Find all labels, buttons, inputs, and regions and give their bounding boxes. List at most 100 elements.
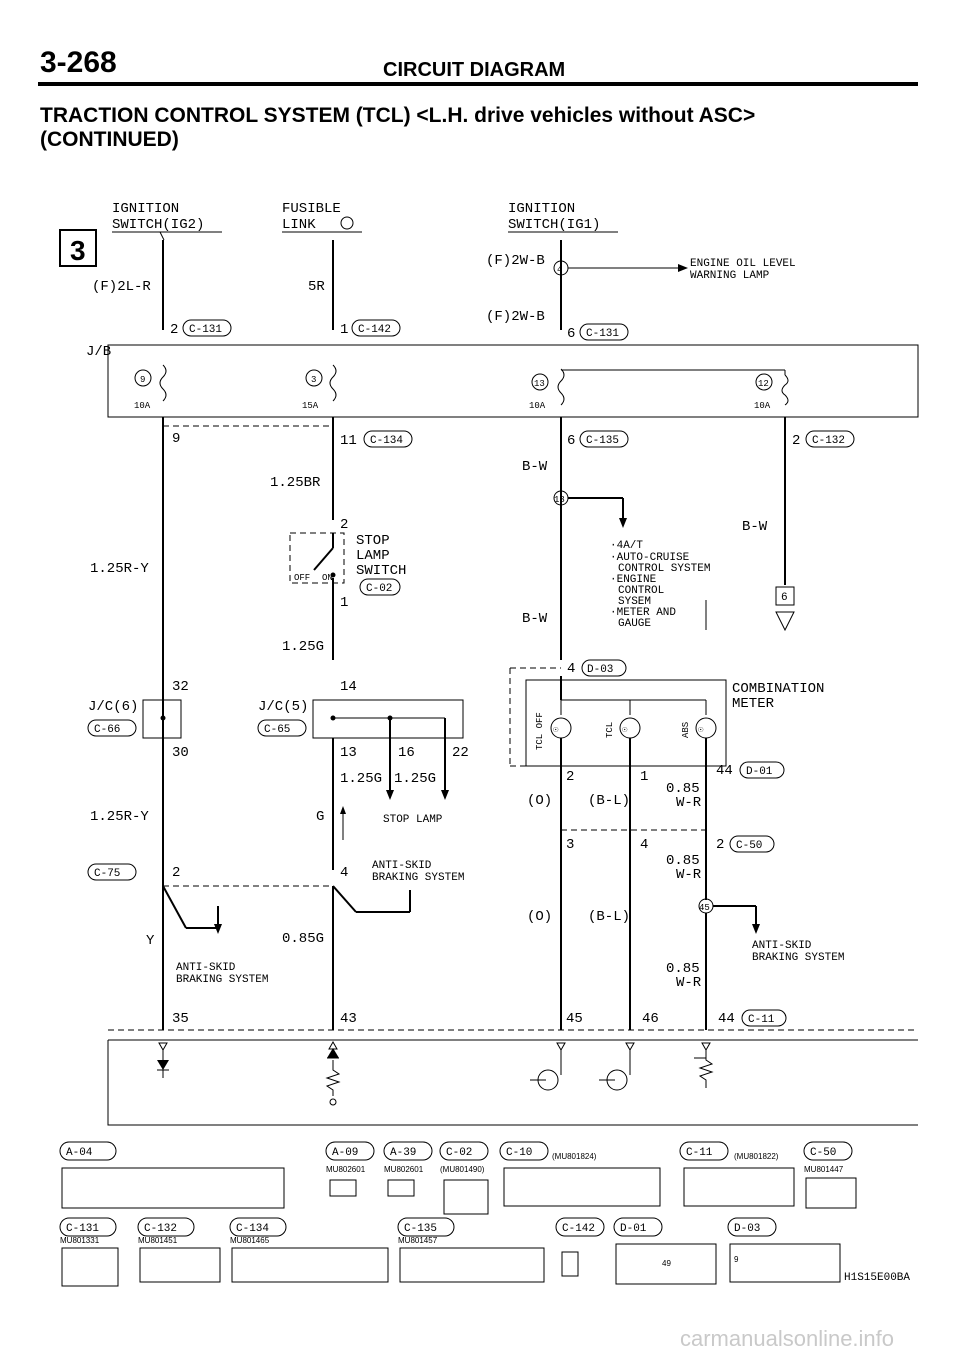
- c131-pin-2: 2: [170, 322, 178, 338]
- subtitle-line-2: (CONTINUED): [40, 128, 179, 151]
- c142-conn-label: C-142: [358, 324, 391, 336]
- wire-bw-2: B-W: [742, 519, 768, 535]
- pin-30: 30: [172, 745, 189, 761]
- conn-a39-pn: MU802601: [384, 1165, 424, 1174]
- wire-125ry-2: 1.25R-Y: [90, 809, 149, 825]
- ign-ig1-label-2: SWITCH(IG1): [508, 217, 600, 233]
- abs-left-label-1: ANTI-SKID: [176, 962, 236, 974]
- connector-legend: A-04 A-09 MU802601 A-39 MU802601 C-02 (M…: [59, 1141, 910, 1287]
- conn-d01-49: 49: [662, 1259, 671, 1268]
- wire-wr-a-2: W-R: [676, 795, 702, 811]
- c50-pin-2: 2: [716, 837, 724, 853]
- dest-line-3: CONTROL SYSTEM: [618, 563, 710, 575]
- pin-43: 43: [340, 1011, 357, 1027]
- switch-on-label: ON: [322, 573, 333, 583]
- c75-conn-label: C-75: [94, 868, 120, 880]
- wire-f2wb-a: (F)2W-B: [486, 253, 545, 269]
- c11-conn-label: C-11: [748, 1014, 775, 1026]
- wire-bw-1: B-W: [522, 459, 548, 475]
- wire-125br: 1.25BR: [270, 475, 321, 491]
- diagram-code: H1S15E00BA: [844, 1272, 910, 1284]
- pin-32: 32: [172, 679, 189, 695]
- fuse-12: 12 10A: [754, 373, 789, 411]
- wire-125g-a: 1.25G: [340, 771, 382, 787]
- conn-c135-pn: MU801457: [398, 1236, 438, 1245]
- joint-connector-6: [142, 699, 182, 739]
- conn-c134-label: C-134: [236, 1223, 269, 1235]
- wire-o-b: (O): [527, 909, 552, 925]
- abs-lamp: ☉ ABS: [681, 717, 717, 739]
- arrow-down-icon: [619, 518, 627, 528]
- dest-line-7: ·METER AND: [610, 607, 676, 619]
- svg-text:6: 6: [781, 592, 788, 604]
- conn-a09-label: A-09: [332, 1147, 358, 1159]
- dest-line-1: ·4A/T: [610, 540, 643, 552]
- wire-085g: 0.85G: [282, 931, 324, 947]
- c132-conn-label: C-132: [812, 435, 845, 447]
- junction-block: [107, 344, 919, 418]
- ecu-box: [107, 1040, 918, 1126]
- pin-16: 16: [398, 745, 415, 761]
- stop-switch-pin-1: 1: [340, 595, 348, 611]
- conn-a09-pn: MU802601: [326, 1165, 366, 1174]
- conn-c11-pn: (MU801822): [734, 1152, 779, 1161]
- arrow-up-icon: [340, 806, 346, 814]
- ecu-transistor-2: [599, 1042, 635, 1091]
- svg-text:10A: 10A: [754, 401, 771, 411]
- pin-3: 3: [566, 837, 574, 853]
- abs-mid-label-2: BRAKING SYSTEM: [372, 872, 464, 884]
- conn-c50-label: C-50: [810, 1147, 836, 1159]
- pin-35: 35: [172, 1011, 189, 1027]
- stop-switch-label-1: STOP: [356, 533, 390, 549]
- fusible-link-number-icon: [340, 216, 354, 230]
- continuation-icon: [775, 611, 795, 632]
- wire-y: Y: [146, 933, 155, 949]
- wire-125g-b: 1.25G: [394, 771, 436, 787]
- wire-wr-c-1: 0.85: [666, 961, 700, 977]
- ign-ig1-label-1: IGNITION: [508, 201, 575, 217]
- fuse-13: 13 10A: [529, 368, 565, 411]
- pin-9: 9: [172, 431, 180, 447]
- ign-ig2-label-2: SWITCH(IG2): [112, 217, 204, 233]
- pin-13: 13: [340, 745, 357, 761]
- jb-label: J/B: [86, 344, 111, 360]
- stop-lamp-label: STOP LAMP: [383, 814, 443, 826]
- c11-pin-44: 44: [718, 1011, 735, 1027]
- conn-d03-label: D-03: [734, 1223, 760, 1235]
- svg-text:ABS: ABS: [681, 722, 691, 738]
- section-badge: 3: [70, 235, 86, 266]
- c135-conn-label: C-135: [586, 435, 619, 447]
- engine-oil-label-2: WARNING LAMP: [690, 270, 770, 282]
- c132-pin-2: 2: [792, 433, 800, 449]
- wire-wr-c-2: W-R: [676, 975, 702, 991]
- fusible-link-label-1: FUSIBLE: [282, 201, 341, 217]
- conn-c135-label: C-135: [404, 1223, 437, 1235]
- stop-switch-label-3: SWITCH: [356, 563, 406, 579]
- pin-45: 45: [566, 1011, 583, 1027]
- conn-a04-face: [61, 1167, 285, 1209]
- dest-line-6: SYSEM: [618, 596, 651, 608]
- svg-text:15A: 15A: [302, 401, 319, 411]
- svg-text:4: 4: [557, 265, 562, 275]
- wire-wr-a-1: 0.85: [666, 781, 700, 797]
- svg-text:13: 13: [534, 379, 545, 389]
- svg-text:☉: ☉: [553, 725, 559, 735]
- wire-f2lr: (F)2L-R: [92, 279, 151, 295]
- c02-conn-label: C-02: [366, 583, 392, 595]
- conn-c131-pn: MU801331: [60, 1236, 100, 1245]
- conn-c11-9: 9: [734, 1255, 739, 1264]
- c134-pin-11: 11: [340, 433, 357, 449]
- c134-conn-label: C-134: [370, 435, 403, 447]
- svg-text:TCL OFF: TCL OFF: [535, 712, 545, 750]
- subtitle-line-1: TRACTION CONTROL SYSTEM (TCL) <L.H. driv…: [40, 104, 755, 127]
- section-badge-box: [59, 229, 97, 267]
- c66-conn-label: C-66: [94, 724, 120, 736]
- wire-o-a: (O): [527, 793, 552, 809]
- abs-right-label-1: ANTI-SKID: [752, 940, 812, 952]
- wire-f2wb-b: (F)2W-B: [486, 309, 545, 325]
- meter-pin-2: 2: [566, 769, 574, 785]
- abs-left-label-2: BRAKING SYSTEM: [176, 974, 268, 986]
- conn-c134-pn: MU801465: [230, 1236, 270, 1245]
- arrow-down-icon: [441, 790, 449, 800]
- wire-5r: 5R: [308, 279, 325, 295]
